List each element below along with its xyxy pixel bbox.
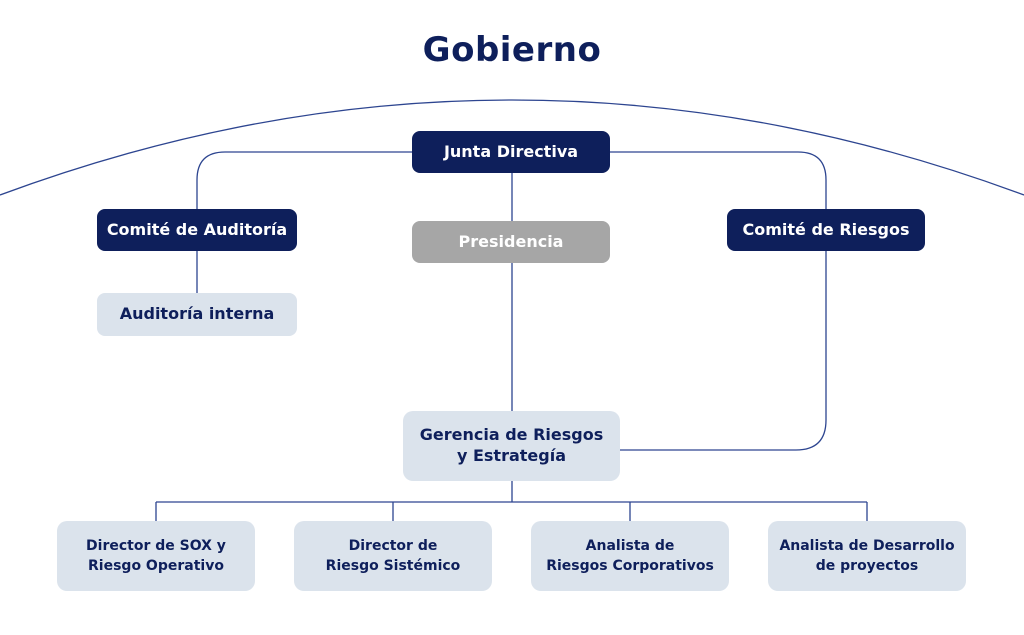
node-comite-auditoria: Comité de Auditoría bbox=[97, 209, 297, 251]
node-label: Comité de Riesgos bbox=[742, 219, 910, 239]
node-analista-desarrollo: Analista de Desarrollo de proyectos bbox=[768, 521, 966, 591]
edge-comite-riesgos-to-gerencia bbox=[620, 251, 827, 451]
diagram-title: Gobierno bbox=[422, 30, 602, 70]
node-label: Analista de Riesgos Corporativos bbox=[546, 537, 714, 574]
node-label: Auditoría interna bbox=[119, 304, 275, 324]
edge-junta-to-comite-auditoria bbox=[196, 151, 412, 209]
node-label: Presidencia bbox=[458, 231, 564, 251]
node-gerencia-riesgos: Gerencia de Riesgos y Estrategía bbox=[403, 411, 620, 481]
node-presidencia: Presidencia bbox=[412, 221, 610, 263]
node-label: Analista de Desarrollo de proyectos bbox=[779, 537, 955, 574]
node-label: Gerencia de Riesgos y Estrategía bbox=[419, 425, 604, 465]
node-label: Comité de Auditoría bbox=[106, 219, 288, 239]
node-label: Director de SOX y Riesgo Operativo bbox=[86, 537, 226, 574]
node-label: Director de Riesgo Sistémico bbox=[325, 537, 461, 574]
node-label: Junta Directiva bbox=[443, 141, 579, 161]
governance-arc bbox=[0, 99, 1024, 196]
node-junta-directiva: Junta Directiva bbox=[412, 131, 610, 173]
node-analista-corporativos: Analista de Riesgos Corporativos bbox=[531, 521, 729, 591]
node-auditoria-interna: Auditoría interna bbox=[97, 293, 297, 336]
node-director-sox: Director de SOX y Riesgo Operativo bbox=[57, 521, 255, 591]
node-director-sistemico: Director de Riesgo Sistémico bbox=[294, 521, 492, 591]
node-comite-riesgos: Comité de Riesgos bbox=[727, 209, 925, 251]
edge-junta-to-comite-riesgos bbox=[610, 151, 827, 209]
